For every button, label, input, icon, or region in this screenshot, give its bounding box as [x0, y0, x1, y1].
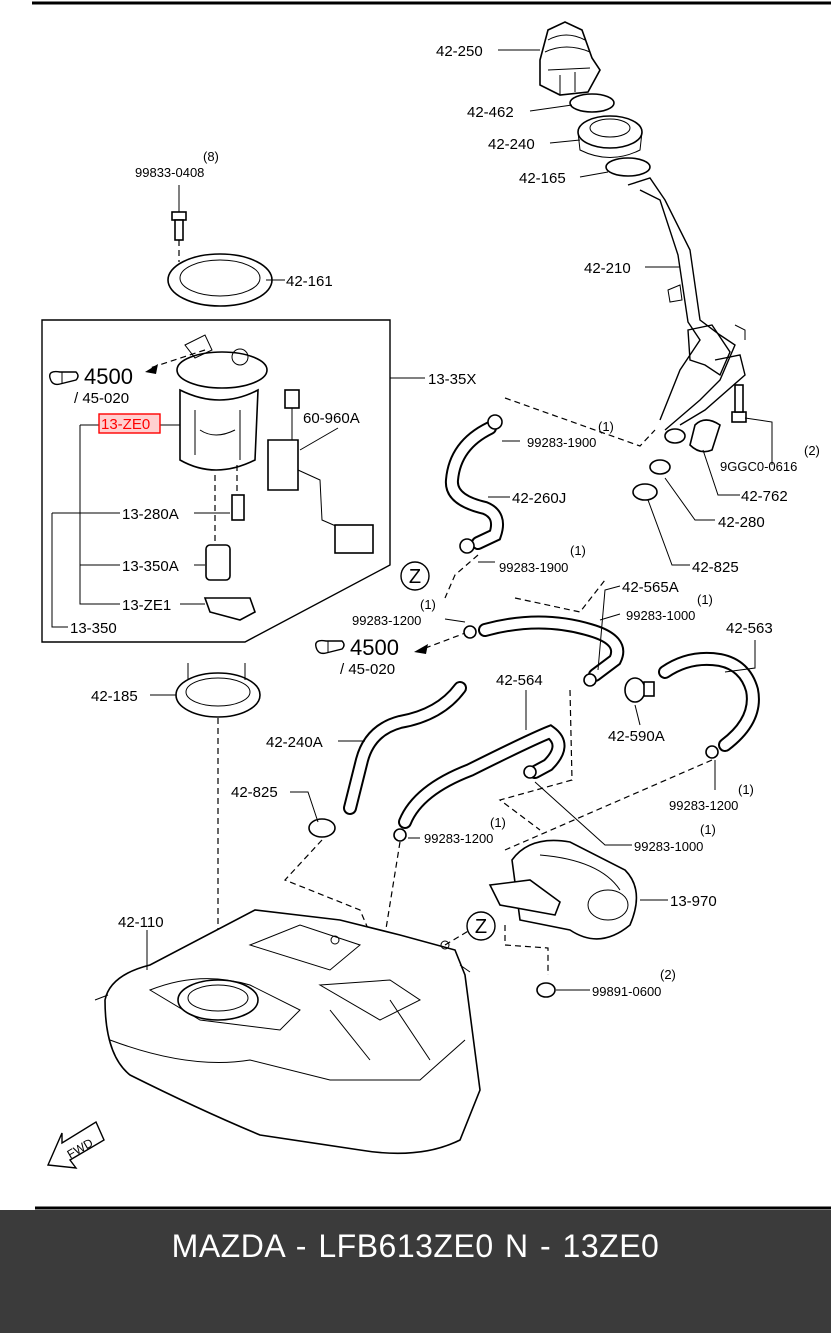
label-42-260J: 42-260J	[512, 490, 566, 507]
valve-42-590A	[624, 677, 655, 703]
clamp-99283-1000b	[523, 765, 537, 779]
filter-13-350A	[205, 544, 231, 581]
clamp-99283-1200	[463, 625, 477, 639]
z-marker	[400, 561, 430, 591]
fwd-arrow-icon	[46, 1120, 105, 1169]
clamp-42-825b	[308, 818, 336, 838]
label-13-ZE1: 13-ZE1	[122, 597, 171, 614]
fuel-tank-42-110	[94, 909, 481, 1155]
label-42-110: 42-110	[118, 914, 164, 931]
label-42-240: 42-240	[488, 136, 535, 153]
filler-neck-42-240	[577, 115, 643, 158]
qty-99283-1000b: (1)	[700, 822, 716, 837]
qty-99283-1900a: (1)	[598, 419, 614, 434]
bolt-99833-0408	[171, 211, 187, 241]
z-marker-label: Z	[409, 566, 421, 588]
o-ring-42-165	[605, 157, 651, 177]
part-number-title: MAZDA - LFB613ZE0 N - 13ZE0	[171, 1228, 660, 1264]
label-99833-0408: 99833-0408	[135, 165, 204, 180]
highlight-box	[98, 413, 161, 434]
qty-99283-1000a: (1)	[697, 592, 713, 607]
hose-42-240A	[343, 681, 467, 815]
pump-module-13-ZE0	[176, 334, 268, 471]
label-42-564: 42-564	[496, 672, 543, 689]
label-13-280A: 13-280A	[122, 506, 179, 523]
ring-42-185	[175, 663, 261, 718]
label-99283-1000b: 99283-1000	[634, 839, 703, 854]
nut-99891-0600	[536, 982, 556, 998]
label-42-565A: 42-565A	[622, 579, 679, 596]
footer-bar: MAZDA - LFB613ZE0 N - 13ZE0	[0, 1210, 831, 1333]
label-99283-1200b: 99283-1200	[669, 798, 738, 813]
canister-13-970	[488, 839, 638, 940]
label-99891-0600: 99891-0600	[592, 984, 661, 999]
clamp-99283-1900	[487, 414, 503, 430]
label-99283-1000a: 99283-1000	[626, 608, 695, 623]
label-13-35X: 13-35X	[428, 371, 476, 388]
o-ring-42-462	[569, 93, 615, 113]
check-valve-42-762	[689, 419, 721, 453]
strainer-13-ZE1	[203, 597, 256, 621]
label-60-960A: 60-960A	[303, 410, 360, 427]
z-marker	[466, 911, 496, 941]
qty-99833: (8)	[203, 149, 219, 164]
qty-99283-1200b: (1)	[738, 782, 754, 797]
clamp-99283-1200	[705, 745, 719, 759]
hose-42-564	[398, 724, 566, 829]
ref-4500: 4500	[350, 635, 399, 660]
label-42-462: 42-462	[467, 104, 514, 121]
label-99283-1900a: 99283-1900	[527, 435, 596, 450]
ref-4500: 4500	[84, 364, 133, 389]
fwd-label: FWD	[65, 1135, 96, 1161]
label-42-185: 42-185	[91, 688, 138, 705]
leader-13-ZE0	[79, 425, 120, 605]
ref-45-020: / 45-020	[340, 661, 395, 678]
label-42-280: 42-280	[718, 514, 765, 531]
pump-module-frame-13-35X	[41, 319, 391, 643]
z-marker-label: Z	[475, 916, 487, 938]
label-42-590A: 42-590A	[608, 728, 665, 745]
clamp-42-825	[632, 483, 658, 501]
label-99283-1200a: 99283-1200	[352, 613, 421, 628]
ref-45-020: / 45-020	[74, 390, 129, 407]
label-42-250: 42-250	[436, 43, 483, 60]
label-42-210: 42-210	[584, 260, 631, 277]
label-42-563: 42-563	[726, 620, 773, 637]
hose-42-563	[658, 651, 760, 752]
lock-ring-42-161	[167, 253, 273, 307]
label-42-825: 42-825	[692, 559, 739, 576]
clamp-99283-1900	[459, 538, 475, 554]
label-42-825b: 42-825	[231, 784, 278, 801]
label-42-165: 42-165	[519, 170, 566, 187]
hose-42-565A	[478, 615, 625, 682]
label-42-762: 42-762	[741, 488, 788, 505]
label-13-ZE0: 13-ZE0	[101, 416, 150, 433]
hand-icon	[315, 639, 345, 655]
hose-42-260J	[444, 421, 504, 550]
filler-pipe-42-210	[627, 177, 746, 431]
label-99283-1900b: 99283-1900	[499, 560, 568, 575]
qty-99891: (2)	[660, 967, 676, 982]
qty-9GGC0: (2)	[804, 443, 820, 458]
label-13-350A: 13-350A	[122, 558, 179, 575]
sender-unit-60-960A	[267, 389, 374, 554]
label-42-161: 42-161	[286, 273, 333, 290]
qty-99283-1200c: (1)	[490, 815, 506, 830]
vent-pipe-42-280	[649, 428, 686, 475]
label-13-350: 13-350	[70, 620, 117, 637]
bolt-9GGC0-0616	[731, 384, 747, 423]
qty-99283-1200a: (1)	[420, 597, 436, 612]
qty-99283-1900b: (1)	[570, 543, 586, 558]
label-99283-1200c: 99283-1200	[424, 831, 493, 846]
clamp-99283-1000	[583, 673, 597, 687]
label-42-240A: 42-240A	[266, 734, 323, 751]
label-13-970: 13-970	[670, 893, 717, 910]
hand-icon	[49, 370, 79, 386]
parts-diagram: Z Z FWD 42-250 42-462 42-240 42-165 42-2…	[32, 1, 831, 1210]
clamp-99283-1200c	[393, 828, 407, 842]
pressure-regulator-13-280A	[231, 494, 245, 521]
label-9GGC0-0616: 9GGC0-0616	[720, 459, 797, 474]
fuel-cap-42-250	[539, 21, 601, 96]
